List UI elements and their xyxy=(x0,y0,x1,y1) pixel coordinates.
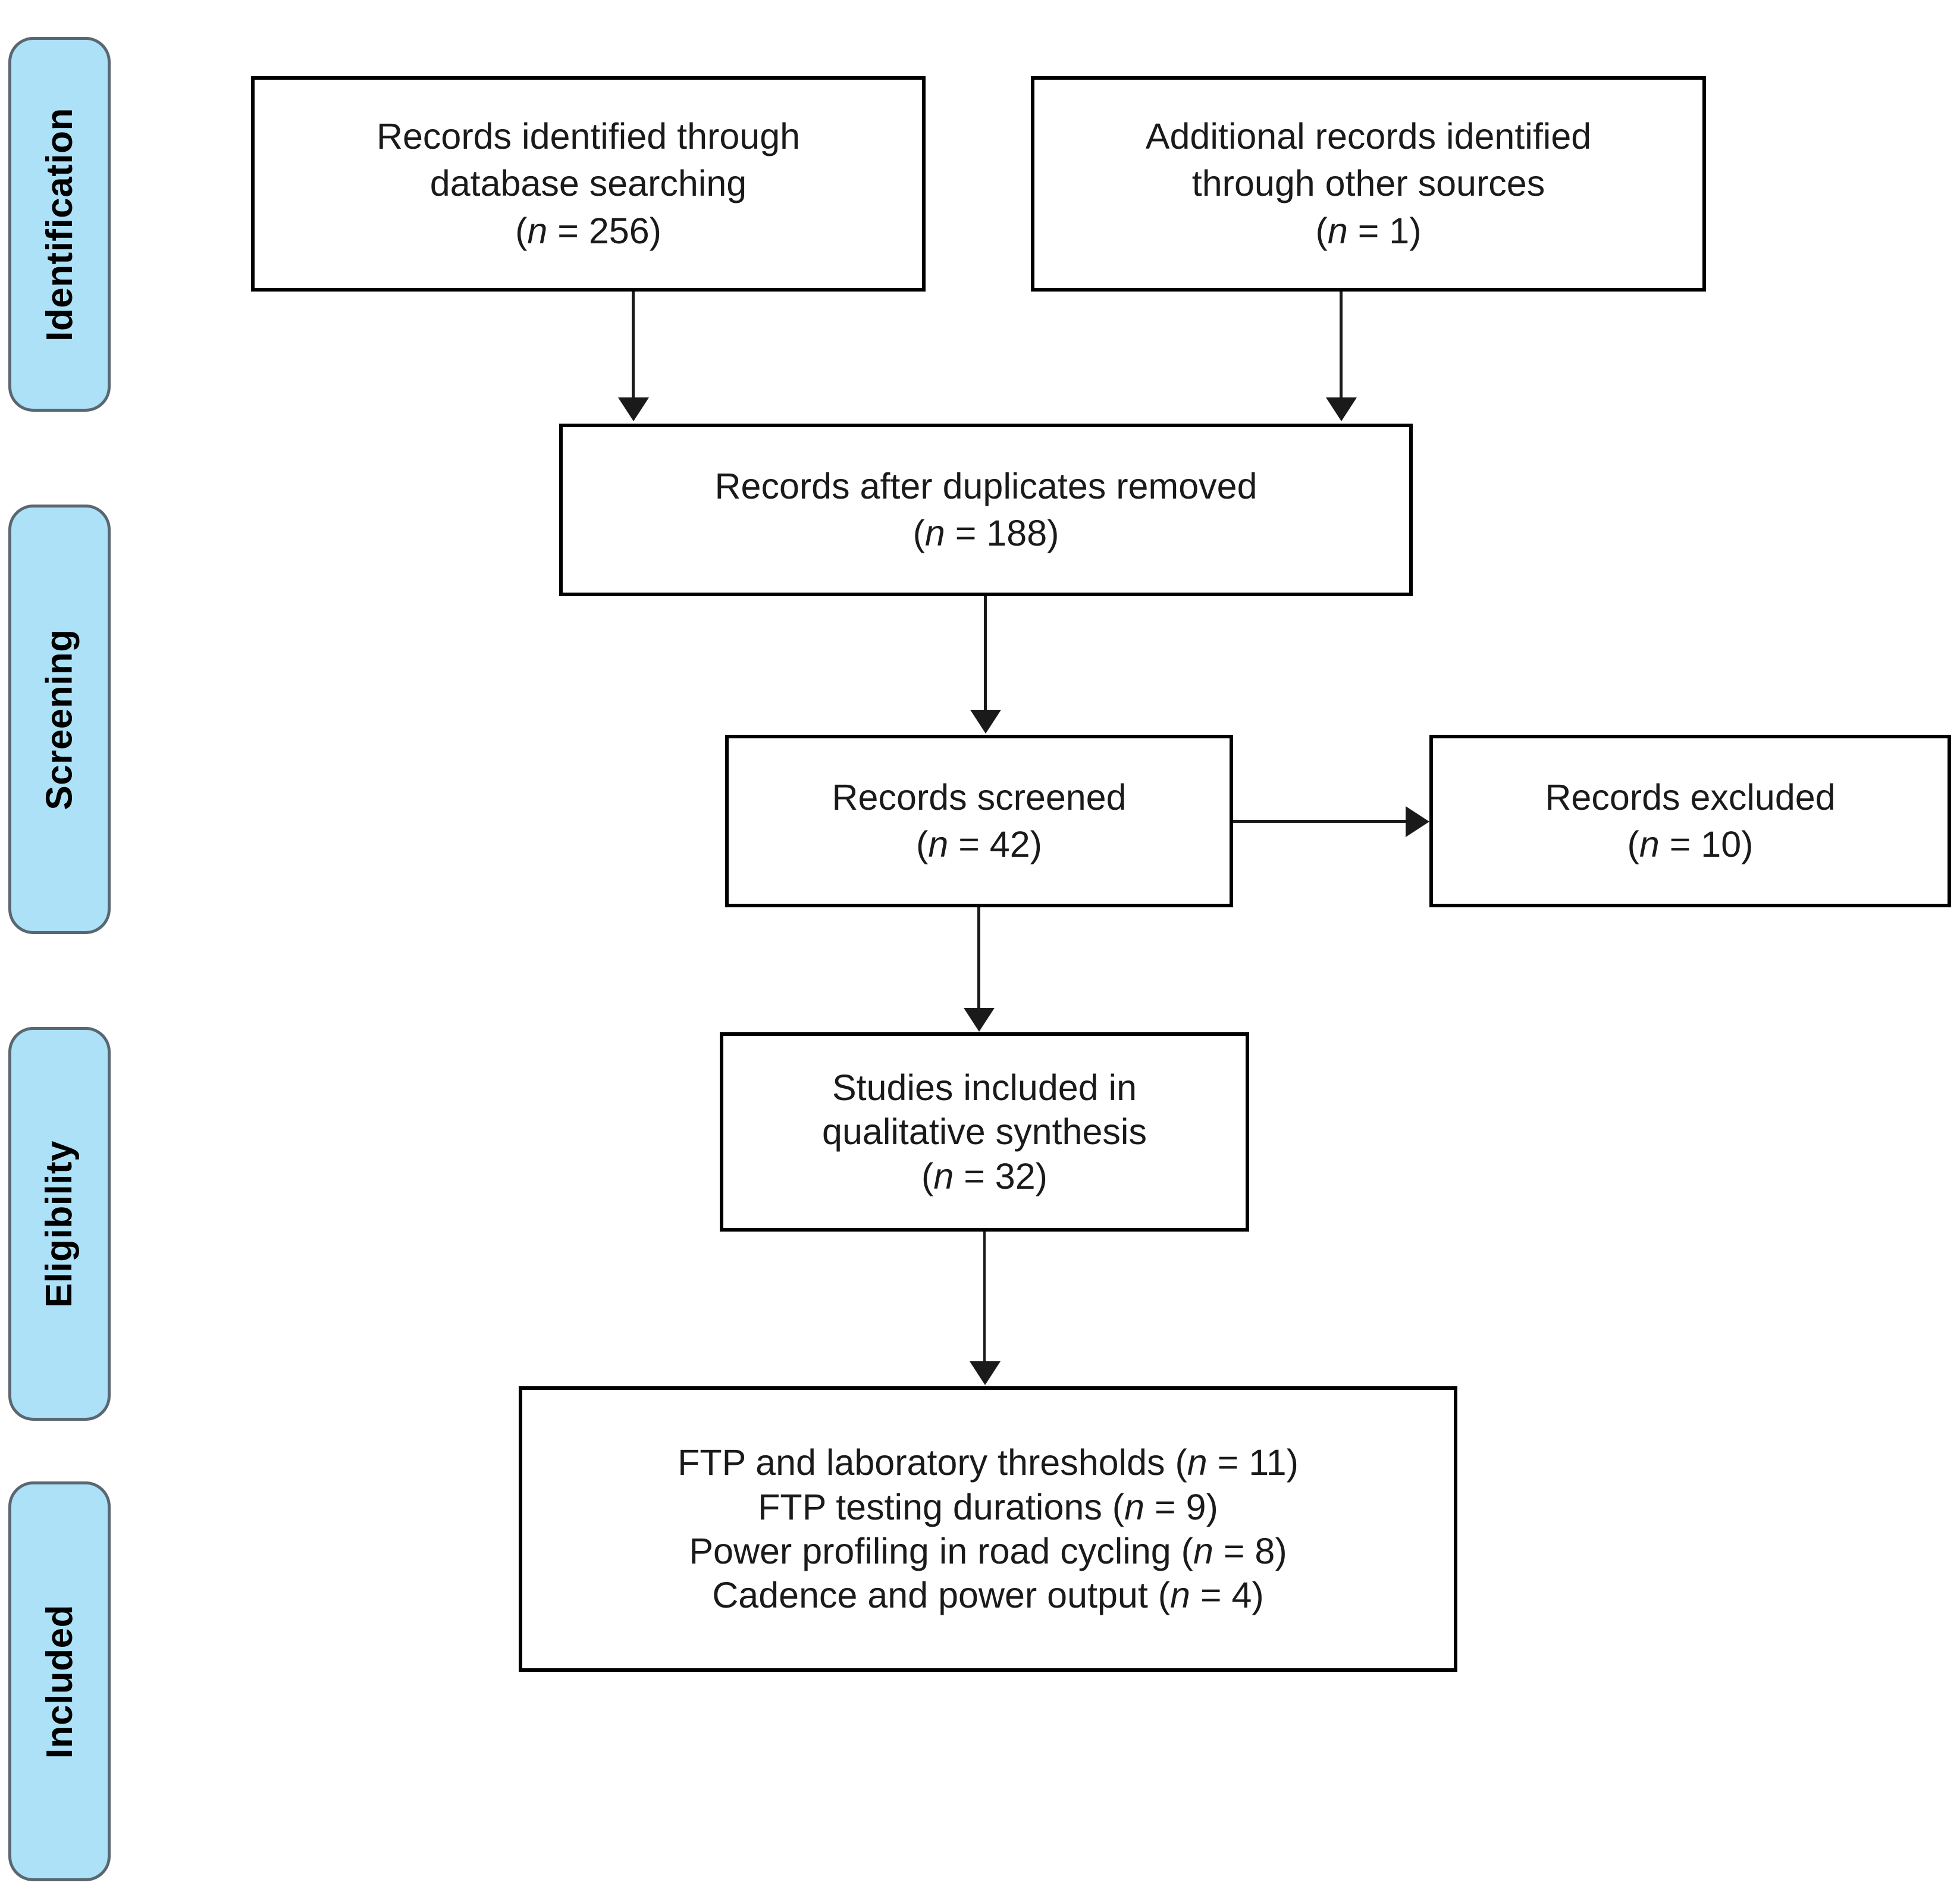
box-records-excluded: Records excluded (n = 10) xyxy=(1429,735,1951,907)
additional-records-line2: through other sources xyxy=(1191,163,1545,204)
duplicates-removed-count: (n = 188) xyxy=(912,513,1059,553)
connector-identified-to-duplicates xyxy=(632,292,635,399)
records-excluded-count: (n = 10) xyxy=(1627,824,1754,864)
arrowhead-screened-to-excluded xyxy=(1406,806,1429,837)
stage-pill-screening: Screening xyxy=(8,505,111,934)
arrowhead-additional-to-duplicates xyxy=(1326,397,1357,421)
connector-studies-to-themes xyxy=(983,1232,986,1364)
records-excluded-line1: Records excluded xyxy=(1545,776,1836,817)
records-screened-line1: Records screened xyxy=(832,776,1127,817)
arrowhead-identified-to-duplicates xyxy=(618,397,649,421)
stage-label-screening: Screening xyxy=(39,628,80,810)
theme-row: FTP testing durations (n = 9) xyxy=(758,1486,1218,1527)
theme-row: Cadence and power output (n = 4) xyxy=(712,1575,1264,1616)
arrowhead-screened-to-studies xyxy=(964,1008,995,1032)
stage-label-included: Included xyxy=(39,1604,80,1759)
stage-pill-identification: Identification xyxy=(8,37,111,412)
box-duplicates-removed: Records after duplicates removed (n = 18… xyxy=(559,424,1413,596)
duplicates-removed-line1: Records after duplicates removed xyxy=(714,465,1257,506)
studies-included-count: (n = 32) xyxy=(921,1155,1048,1196)
additional-records-count: (n = 1) xyxy=(1315,210,1422,251)
connector-screened-to-excluded xyxy=(1233,820,1407,823)
box-studies-included: Studies included in qualitative synthesi… xyxy=(720,1032,1249,1232)
records-identified-line1: Records identified through xyxy=(376,116,801,157)
additional-records-line1: Additional records identified xyxy=(1145,116,1592,157)
stage-pill-eligibility: Eligibility xyxy=(8,1027,111,1421)
stage-label-identification: Identification xyxy=(39,107,80,342)
connector-additional-to-duplicates xyxy=(1340,292,1343,399)
box-records-identified: Records identified through database sear… xyxy=(251,76,926,292)
box-records-screened: Records screened (n = 42) xyxy=(725,735,1233,907)
studies-included-line2: qualitative synthesis xyxy=(822,1111,1147,1152)
connector-duplicates-to-screened xyxy=(984,596,987,711)
arrowhead-duplicates-to-screened xyxy=(970,710,1001,734)
stage-label-eligibility: Eligibility xyxy=(39,1140,80,1308)
stage-pill-included: Included xyxy=(8,1481,111,1881)
arrowhead-studies-to-themes xyxy=(970,1361,1001,1385)
theme-row: FTP and laboratory thresholds (n = 11) xyxy=(678,1442,1299,1483)
connector-screened-to-studies xyxy=(977,907,980,1010)
records-identified-line2: database searching xyxy=(429,163,747,204)
studies-included-line1: Studies included in xyxy=(832,1067,1137,1108)
theme-row: Power profiling in road cycling (n = 8) xyxy=(689,1531,1287,1571)
records-identified-count: (n = 256) xyxy=(515,210,661,251)
records-screened-count: (n = 42) xyxy=(916,824,1042,864)
box-additional-records: Additional records identified through ot… xyxy=(1031,76,1706,292)
box-themes: FTP and laboratory thresholds (n = 11) F… xyxy=(519,1386,1457,1672)
